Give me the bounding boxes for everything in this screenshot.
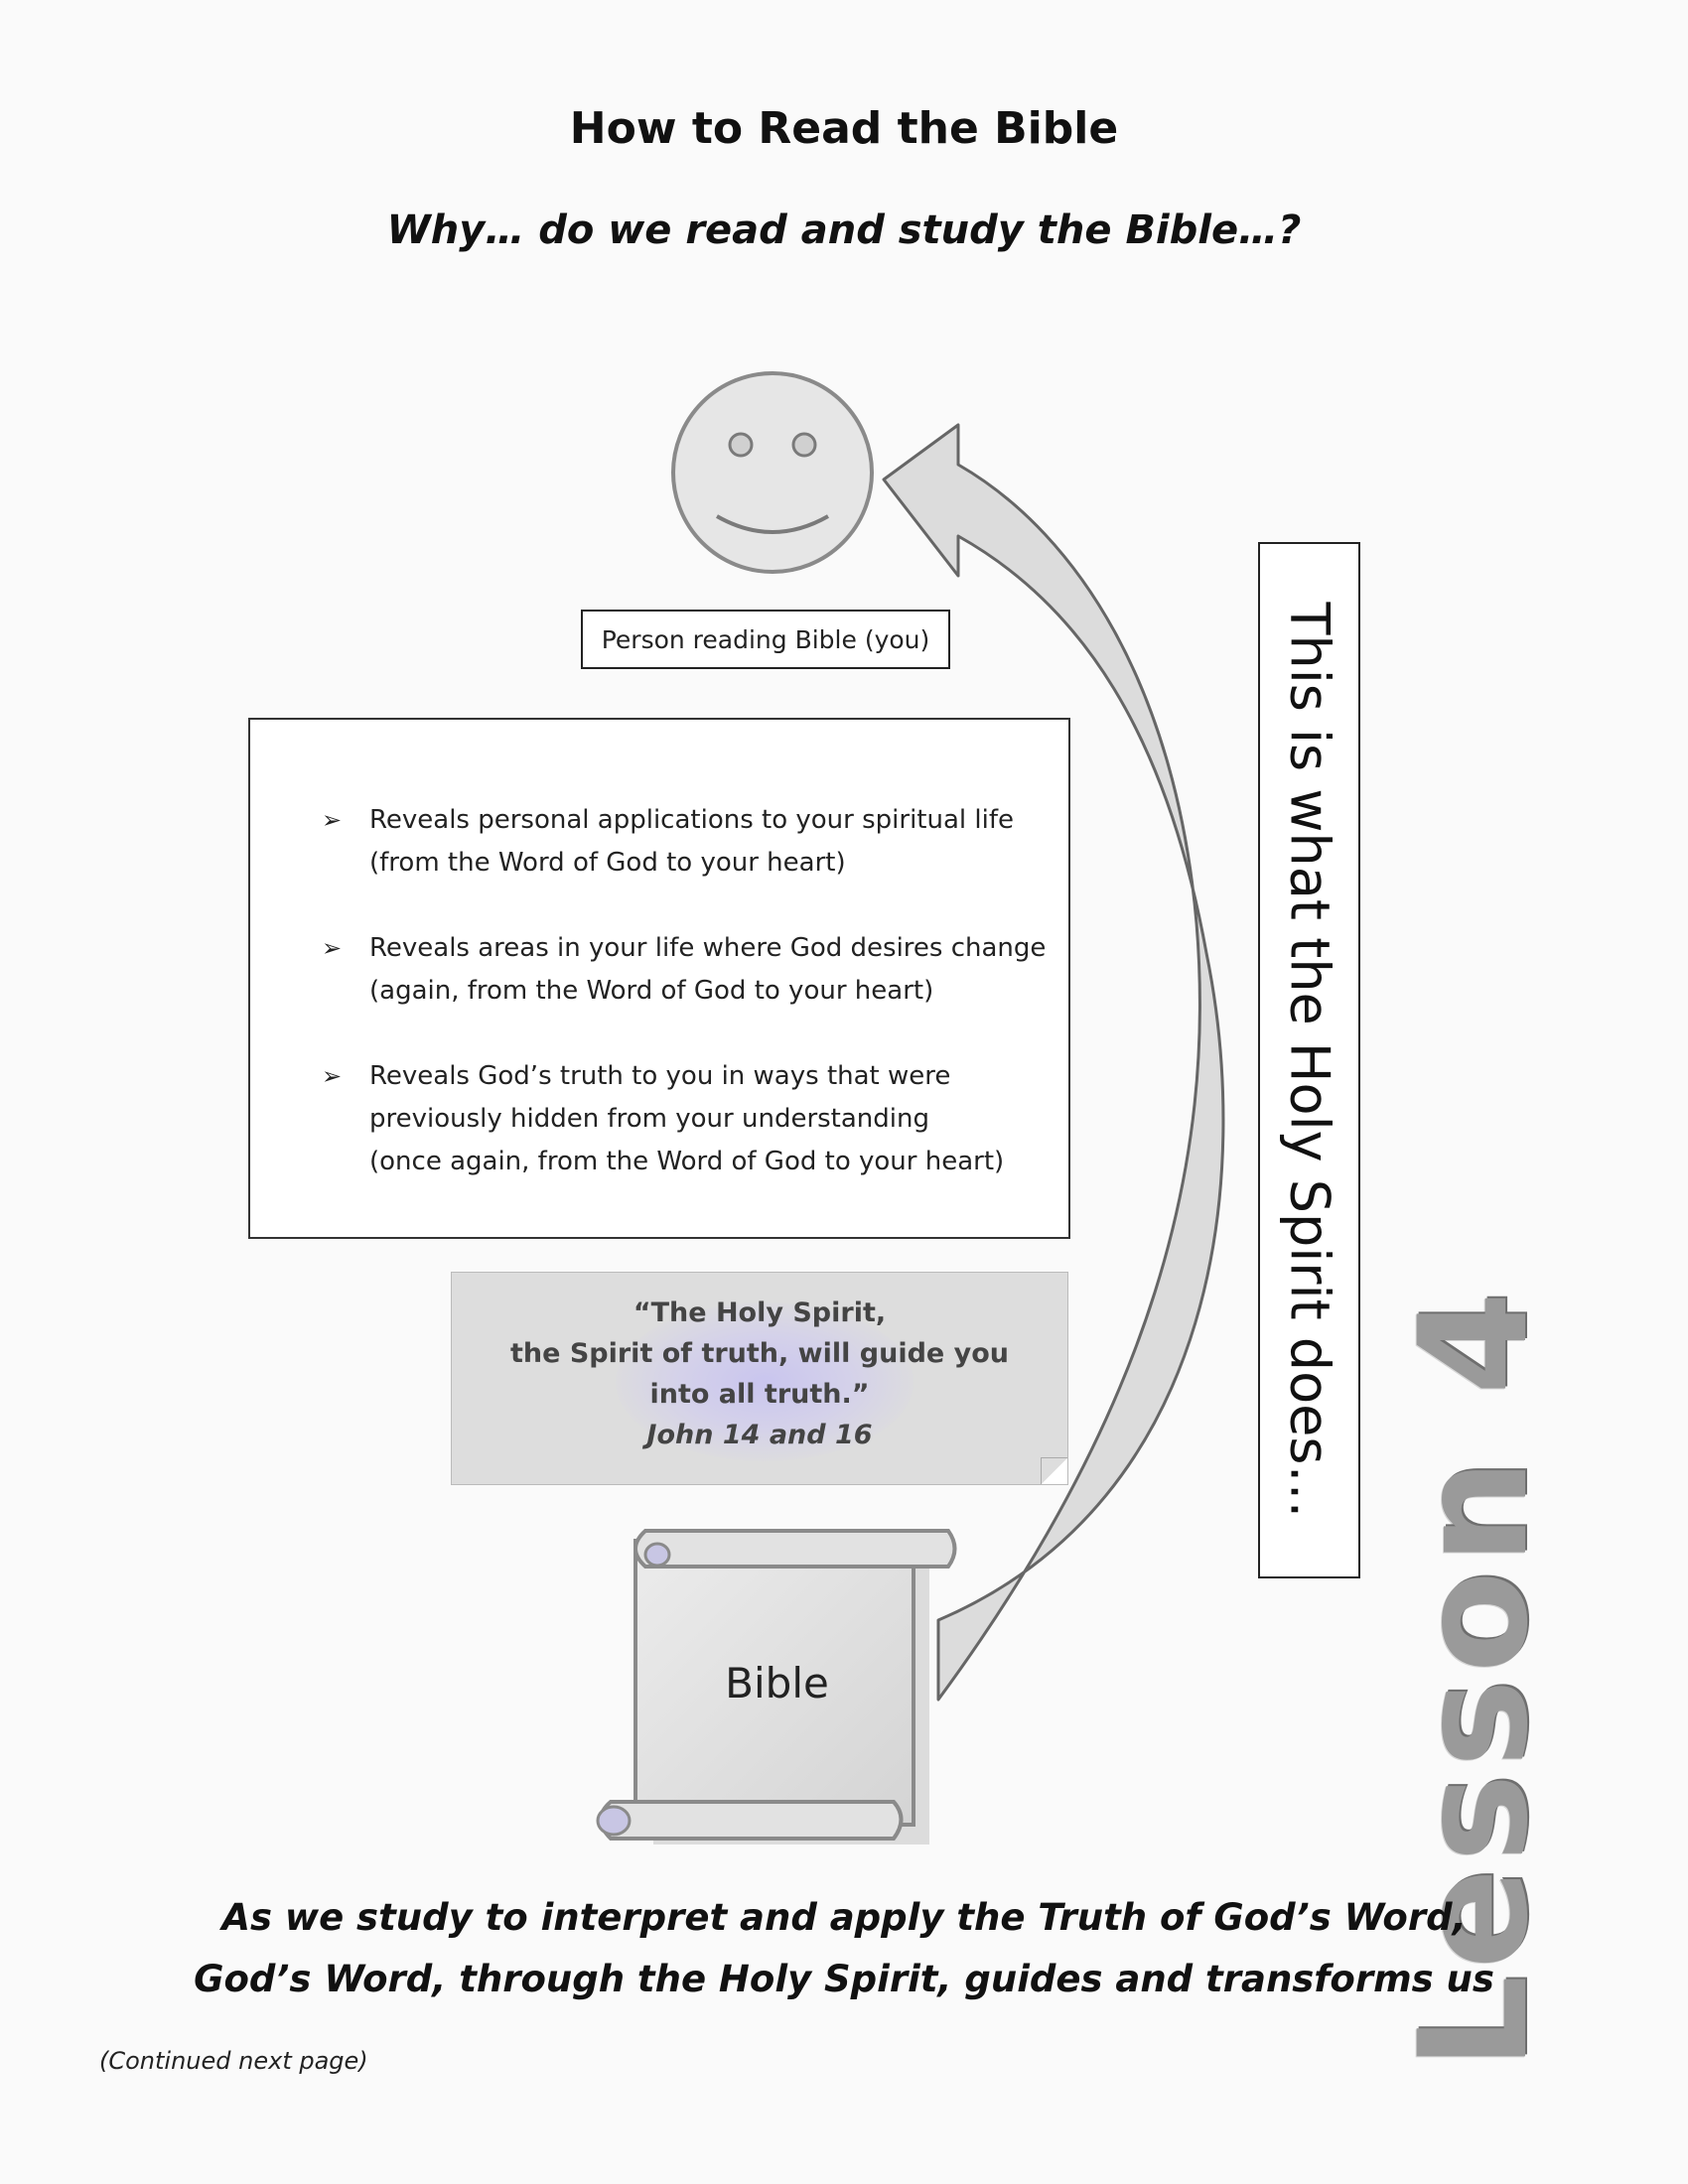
reveal-line: (once again, from the Word of God to you… [369, 1147, 1005, 1176]
holy-spirit-label: This is what the Holy Spirit does… [1278, 602, 1340, 1519]
quote-line: “The Holy Spirit, [633, 1297, 887, 1328]
conclusion-line-1: As we study to interpret and apply the T… [221, 1896, 1467, 1939]
page-curl-icon [1041, 1457, 1067, 1484]
page-subtitle: Why… do we read and study the Bible…? [386, 207, 1302, 253]
conclusion-line-2: God’s Word, through the Holy Spirit, gui… [194, 1958, 1494, 2000]
continued-note: (Continued next page) [99, 2047, 368, 2075]
holy-spirit-box: This is what the Holy Spirit does… [1258, 542, 1360, 1578]
quote-reference: John 14 and 16 [646, 1420, 873, 1450]
reveal-line: (again, from the Word of God to your hea… [369, 976, 934, 1006]
reveals-box: ➢ Reveals personal applications to your … [248, 718, 1070, 1239]
arrowhead-bullet-icon: ➢ [322, 806, 343, 834]
lesson-label: Lesson 4 [1388, 1285, 1561, 2071]
curved-arrow-icon [882, 423, 1225, 1702]
bible-label: Bible [725, 1659, 829, 1707]
arrowhead-bullet-icon: ➢ [322, 1062, 343, 1090]
arrowhead-bullet-icon: ➢ [322, 934, 343, 962]
smiley-face-icon [671, 371, 874, 574]
reveal-item: ➢ Reveals areas in your life where God d… [322, 927, 1047, 1013]
page-title: How to Read the Bible [569, 103, 1119, 154]
reveal-item: ➢ Reveals God’s truth to you in ways tha… [322, 1055, 1005, 1183]
reveal-line: Reveals God’s truth to you in ways that … [369, 1061, 951, 1091]
quote-line: the Spirit of truth, will guide you [510, 1338, 1009, 1369]
person-label: Person reading Bible (you) [581, 610, 950, 669]
scripture-quote-note: “The Holy Spirit, the Spirit of truth, w… [451, 1272, 1068, 1485]
reveal-line: (from the Word of God to your heart) [369, 848, 846, 878]
reveal-line: Reveals personal applications to your sp… [369, 805, 1014, 835]
reveal-line: previously hidden from your understandin… [369, 1104, 929, 1134]
quote-line: into all truth.” [649, 1379, 870, 1410]
quote-glow [616, 1302, 914, 1461]
scroll-icon [596, 1529, 957, 1844]
reveal-item: ➢ Reveals personal applications to your … [322, 799, 1014, 885]
reveal-line: Reveals areas in your life where God des… [369, 933, 1047, 963]
